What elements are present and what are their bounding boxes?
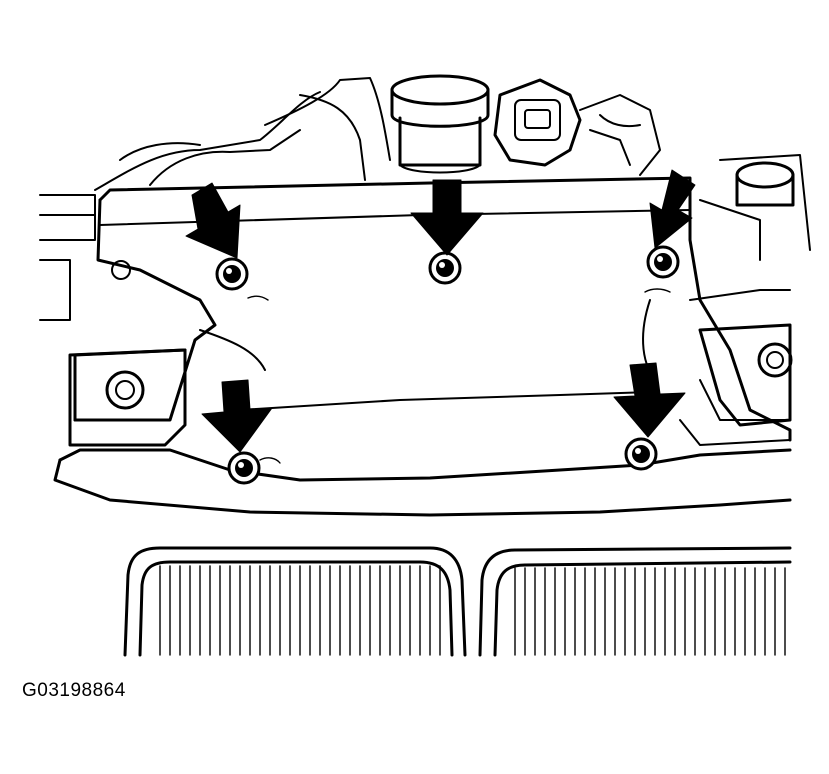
down-arrow-icon-lower-left: [201, 379, 273, 453]
fastener-upper-right: [646, 245, 680, 279]
fastener-upper-left: [215, 257, 249, 291]
engine-bay-line-drawing: [39, 74, 811, 657]
reservoir-cap: [390, 74, 490, 174]
fastener-lower-left: [227, 451, 261, 485]
engine-components-background: [39, 74, 811, 321]
figure-id-label: G03198864: [22, 680, 126, 701]
grille-slats-right: [514, 567, 786, 656]
down-arrow-icon-lower-right: [613, 362, 686, 438]
radiator-cover-panel: [53, 176, 793, 517]
grille-slats-left: [159, 565, 441, 656]
fastener-lower-right: [624, 437, 658, 471]
down-arrow-icon-upper-left: [185, 182, 241, 259]
fastener-upper-center: [428, 251, 462, 285]
coolant-reservoir: [699, 154, 811, 261]
down-arrow-icon-upper-center: [410, 179, 484, 256]
down-arrow-icon-upper-right: [649, 169, 696, 249]
right-mount-bracket: [679, 289, 793, 446]
left-mount-bracket: [68, 260, 187, 447]
bracket-assembly: [493, 78, 661, 176]
front-grille: [123, 546, 792, 657]
